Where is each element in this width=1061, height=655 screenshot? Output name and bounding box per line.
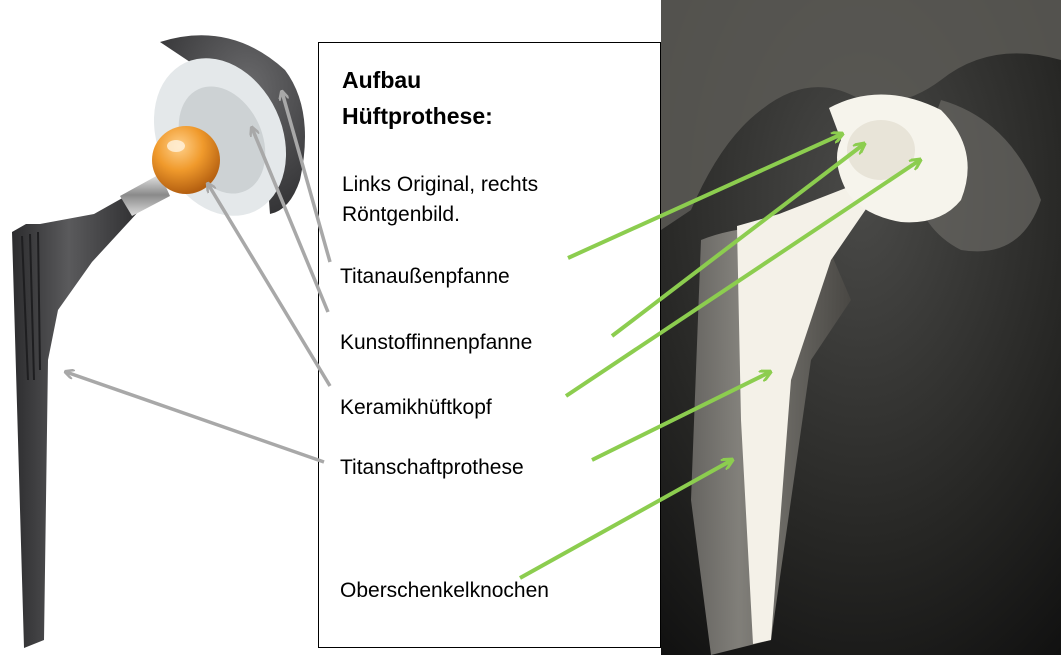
arrow-stem: [66, 372, 324, 462]
arrow-xray-stem: [592, 372, 770, 460]
arrow-head: [208, 184, 330, 386]
arrow-outer-cup: [282, 92, 330, 262]
arrow-xray-head: [566, 160, 920, 396]
arrow-xray-inner-cup: [612, 144, 864, 336]
arrow-xray-femur: [520, 460, 732, 578]
